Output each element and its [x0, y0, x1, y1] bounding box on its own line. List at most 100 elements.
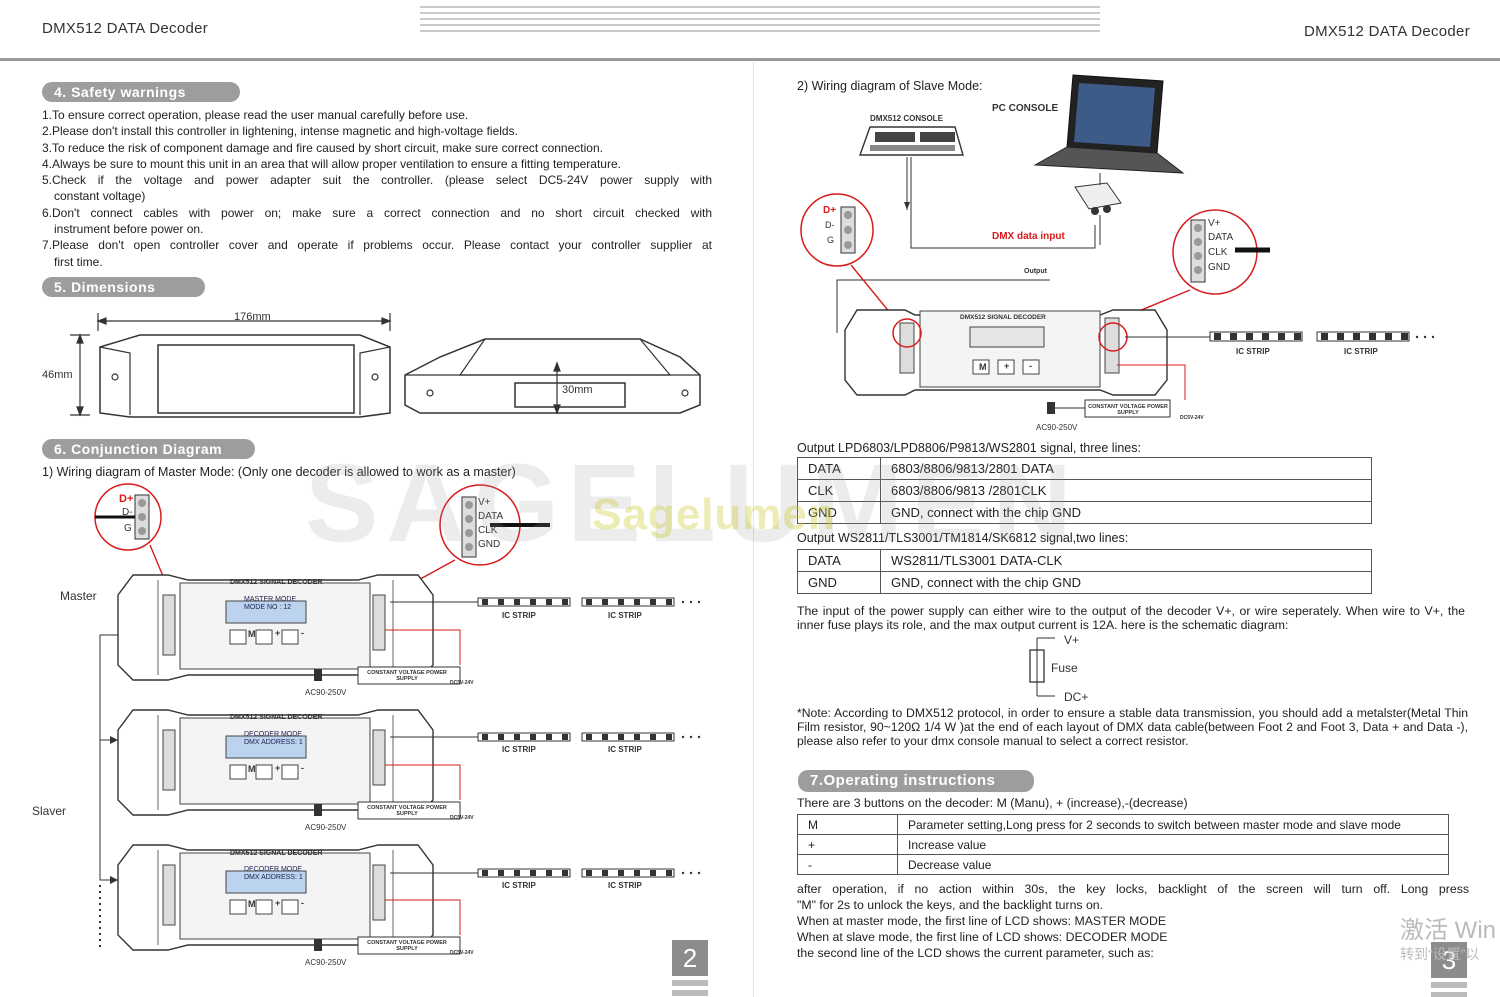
page-header: DMX512 DATA Decoder DMX512 DATA Decoder	[0, 0, 1500, 62]
page-gutter	[753, 62, 754, 997]
fuse-schematic	[1029, 637, 1055, 697]
psu-label: CONSTANT VOLTAGE POWER SUPPLY	[367, 940, 447, 952]
connector-d-plus: D+	[119, 493, 134, 505]
slave-decoder-title: DMX512 SIGNAL DECODER	[960, 314, 1046, 321]
decoder-title: DMX512 SIGNAL DECODER	[230, 579, 323, 586]
safety-heading: 4. Safety warnings	[42, 82, 240, 102]
dimensions-heading: 5. Dimensions	[42, 277, 205, 297]
table-cell: DATA	[797, 457, 881, 480]
pc-console-label: PC CONSOLE	[992, 103, 1059, 114]
dmx-input-label: DMX data input	[992, 231, 1065, 242]
operating-intro: There are 3 buttons on the decoder: M (M…	[797, 796, 1188, 810]
slave-psu-label: CONSTANT VOLTAGE POWER SUPPLY	[1088, 404, 1168, 416]
lcd-line-1: DECODER MODE	[244, 731, 302, 738]
slave-mode-caption: 2) Wiring diagram of Slave Mode:	[797, 79, 983, 93]
safety-item: first time.	[54, 254, 103, 269]
slave-button-m: M	[979, 362, 987, 372]
header-decor-lines	[420, 6, 1100, 36]
conjunction-heading: 6. Conjunction Diagram	[42, 439, 255, 459]
fuse-top-label: V+	[1064, 633, 1080, 647]
after-line: When at slave mode, the first line of LC…	[797, 930, 1168, 944]
psu-label: CONSTANT VOLTAGE POWER SUPPLY	[367, 805, 447, 817]
safety-list: 1.To ensure correct operation, please re…	[42, 107, 712, 270]
slave-mode-diagram	[800, 74, 1435, 418]
dim-length-label: 176mm	[234, 311, 271, 323]
slave-connector-clk: CLK	[1208, 247, 1228, 258]
table-cell: Parameter setting,Long press for 2 secon…	[897, 814, 1449, 835]
connector-g: G	[124, 523, 132, 534]
table-row: -Decrease value	[797, 854, 1449, 875]
table-cell: +	[797, 834, 898, 855]
slave-ac-label: AC90-250V	[1036, 423, 1078, 432]
slave-connector-d-minus: D-	[825, 220, 835, 230]
safety-item: instrument before power on.	[54, 222, 204, 237]
watermark-brand: Sagelumen	[592, 490, 836, 539]
strip-label: IC STRIP	[608, 611, 642, 620]
strip-label: IC STRIP	[502, 611, 536, 620]
dim-depth-label: 30mm	[562, 384, 593, 396]
connector-clk: CLK	[478, 525, 498, 536]
table-row: +Increase value	[797, 834, 1449, 855]
slave-strip-label: IC STRIP	[1344, 347, 1378, 356]
slave-dc-label: DC5V-24V	[1180, 415, 1204, 421]
operating-heading: 7.Operating instructions	[798, 770, 1034, 792]
ac-label: AC90-250V	[305, 688, 347, 697]
safety-item: constant voltage)	[54, 189, 146, 204]
decoder-title: DMX512 SIGNAL DECODER	[230, 714, 323, 721]
slave-connector-gnd: GND	[1208, 262, 1231, 273]
slave-connector-d-plus: D+	[823, 205, 837, 216]
ac-label: AC90-250V	[305, 823, 347, 832]
table-cell: -	[797, 854, 898, 875]
page-number-bar	[672, 990, 708, 996]
master-label: Master	[60, 589, 97, 603]
lcd-line-2: MODE NO : 12	[244, 604, 292, 611]
page-number-left: 2	[672, 940, 708, 976]
strip-label: IC STRIP	[608, 745, 642, 754]
connector-data: DATA	[478, 511, 504, 522]
button-m: M	[248, 629, 256, 639]
slaver-label: Slaver	[32, 804, 67, 818]
table-cell: WS2811/TLS3001 DATA-CLK	[880, 549, 1372, 572]
strip-label: IC STRIP	[502, 881, 536, 890]
lcd-line-2: DMX ADDRESS: 1	[244, 874, 303, 881]
connector-gnd: GND	[478, 539, 501, 550]
button-plus: +	[275, 898, 281, 908]
button-minus: -	[301, 628, 304, 638]
dimensions-drawing	[70, 313, 701, 418]
slave-connector-v-plus: V+	[1208, 218, 1221, 229]
safety-item: 2.Please don't install this controller i…	[42, 124, 518, 139]
windows-activation-line1: 激活 Win	[1400, 917, 1496, 944]
two-lines-title: Output WS2811/TLS3001/TM1814/SK6812 sign…	[797, 531, 1129, 545]
after-line: after operation, if no action within 30s…	[797, 882, 1469, 896]
slave-button-plus: +	[1004, 361, 1010, 371]
button-plus: +	[275, 763, 281, 773]
lcd-line-1: MASTER MODE	[244, 596, 297, 603]
connector-v-plus: V+	[478, 497, 491, 508]
after-line: the second line of the LCD shows the cur…	[797, 946, 1154, 960]
table-cell: GND	[797, 571, 881, 594]
table-cell: M	[797, 814, 898, 835]
header-title-right: DMX512 DATA Decoder	[1303, 23, 1470, 40]
dmx-console-label: DMX512 CONSOLE	[870, 114, 943, 123]
page-number-bar	[672, 980, 708, 986]
ac-label: AC90-250V	[305, 958, 347, 967]
safety-item: 3.To reduce the risk of component damage…	[42, 140, 603, 155]
slave-button-minus: -	[1029, 361, 1032, 371]
three-lines-title: Output LPD6803/LPD8806/P9813/WS2801 sign…	[797, 441, 1141, 455]
power-paragraph: The input of the power supply can either…	[797, 604, 1465, 632]
table-cell: GND, connect with the chip GND	[880, 571, 1372, 594]
safety-item: 5.Check if the voltage and power adapter…	[42, 173, 712, 188]
header-rule	[0, 58, 1500, 61]
table-cell: Decrease value	[897, 854, 1449, 875]
safety-item: 4.Always be sure to mount this unit in a…	[42, 156, 621, 171]
page-number-right: 3	[1431, 942, 1467, 978]
button-plus: +	[275, 628, 281, 638]
after-line: When at master mode, the first line of L…	[797, 914, 1167, 928]
connector-d-minus: D-	[122, 507, 133, 518]
